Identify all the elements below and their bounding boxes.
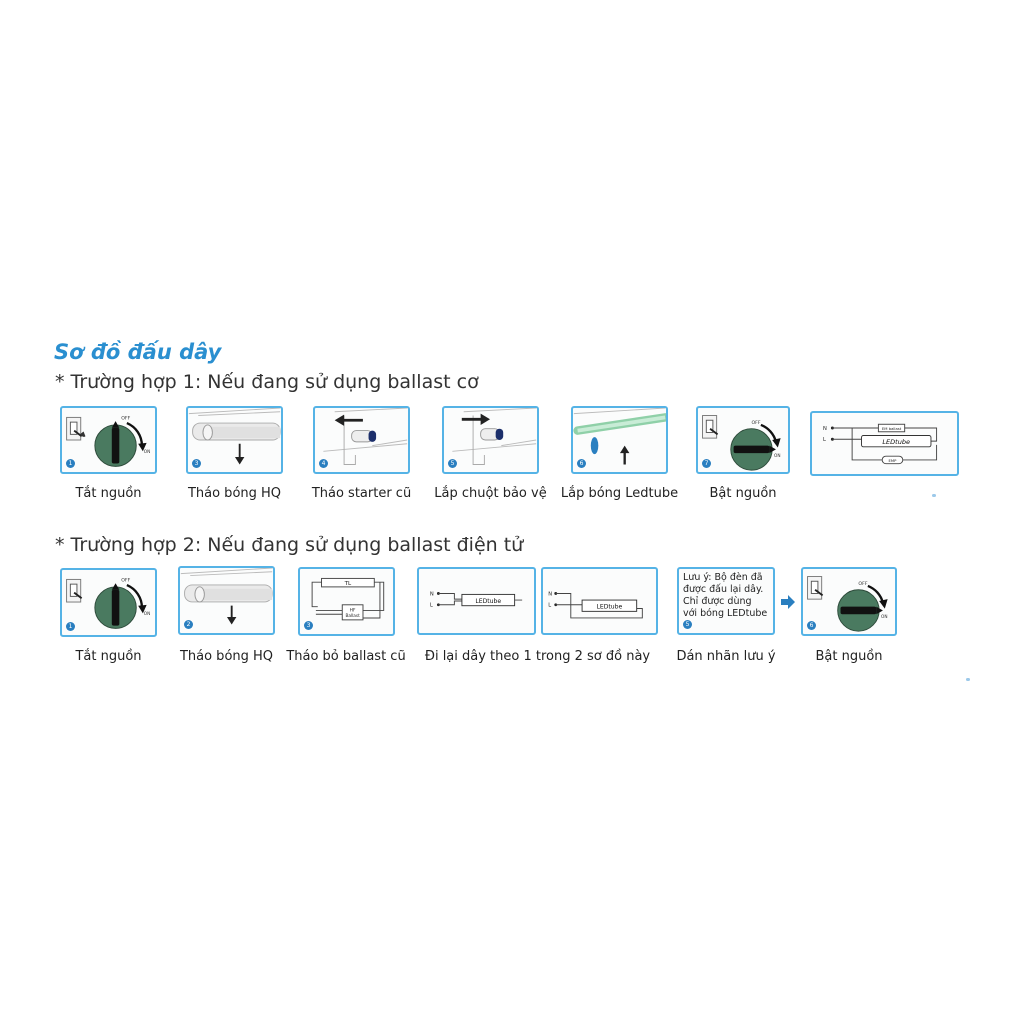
step-number-badge: 3 [304,621,313,630]
em-ballast-label: EM ballast [882,427,902,431]
svg-text:ON: ON [144,611,150,616]
step-number-badge: 6 [807,621,816,630]
case2-heading: * Trường hợp 2: Nếu đang sử dụng ballast… [55,534,524,556]
case1-step2-caption: Tháo bóng HQ [187,486,282,501]
case2-step5-panel: Lưu ý: Bộ đèn đã được đấu lại dây. Chỉ đ… [677,567,775,635]
remove-tube-icon [180,568,273,625]
case1-step1-panel: OFF ON 1 [60,406,157,474]
hf-label: HF [350,607,356,612]
case1-step3-caption: Tháo starter cũ [311,486,412,501]
case1-step1-caption: Tắt nguồn [75,486,142,501]
ledtube-label: LEDtube [882,438,910,446]
decorative-speck [966,678,970,681]
ledtube-label: LEDtube [596,604,622,611]
case2-step1-panel: OFF ON 1 [60,568,157,637]
power-off-switch-icon: OFF ON [66,415,150,467]
ballast-label: Ballast [345,613,360,618]
power-off-switch-icon: OFF ON [66,577,150,629]
case1-step5-panel: 6 [571,406,668,474]
svg-text:OFF: OFF [858,581,867,587]
svg-text:ON: ON [774,453,780,458]
case2-wiring-b-panel: N L LEDtube [541,567,658,635]
svg-text:ON: ON [881,614,887,619]
rewire-diagram-b: N L LEDtube [548,591,643,619]
wiring-n-label: N [823,426,827,432]
page-title: Sơ đồ đấu dây [54,340,222,364]
step-number-badge: 2 [184,620,193,629]
case1-heading: * Trường hợp 1: Nếu đang sử dụng ballast… [55,371,479,393]
wiring-l-label: L [823,437,826,443]
case1-step5-caption: Lắp bóng Ledtube [560,486,679,501]
power-on-switch-icon: OFF ON [807,576,888,632]
decorative-speck [932,494,936,497]
case2-step1-caption: Tắt nguồn [75,649,142,664]
case1-step4-panel: 5 [442,406,539,474]
step-number-badge: 5 [448,459,457,468]
insert-protector-icon [452,408,537,465]
remove-tube-icon [188,408,281,465]
step-number-badge: 1 [66,459,75,468]
note-line: với bóng LEDtube [683,608,768,619]
rewire-diagram-a: N L LEDtube [430,591,523,609]
step-number-badge: 5 [683,620,692,629]
case1-step4-caption: Lắp chuột bảo vệ [434,486,547,501]
tl-label: TL [344,581,352,587]
note-line: Lưu ý: Bộ đèn đã [683,572,763,583]
step-number-badge: 4 [319,459,328,468]
ledtube-label: LEDtube [475,598,501,605]
warning-note: Lưu ý: Bộ đèn đã được đấu lại dây. Chỉ đ… [683,572,770,620]
case1-wiring-panel: N L EM ballast LEDtube EMP [810,411,959,476]
step-number-badge: 6 [577,459,586,468]
power-on-switch-icon: OFF ON [702,415,781,471]
case1-step2-panel: 3 [186,406,283,474]
next-step-arrow-icon [781,595,795,609]
case1-step6-panel: OFF ON 7 [696,406,790,474]
remove-starter-icon [323,408,408,465]
step-number-badge: 3 [192,459,201,468]
case1-step3-panel: 4 [313,406,410,474]
wiring-l-label: L [548,603,551,609]
svg-text:ON: ON [144,449,150,454]
wiring-l-label: L [430,603,433,609]
step-number-badge: 1 [66,622,75,631]
wiring-n-label: N [548,591,552,597]
case1-step6-caption: Bật nguồn [709,486,777,501]
case2-step2-caption: Tháo bóng HQ [179,649,274,664]
step-number-badge: 7 [702,459,711,468]
wiring-n-label: N [430,591,434,597]
emp-label: EMP [889,459,898,463]
remove-ballast-icon: TL HF Ballast [311,577,385,621]
case2-step5-caption: Dán nhãn lưu ý [676,649,776,664]
em-ballast-wiring-diagram: N L EM ballast LEDtube EMP [823,423,938,465]
case2-step3-caption: Tháo bỏ ballast cũ [286,649,406,664]
svg-text:OFF: OFF [121,577,130,583]
case2-step4-caption: Đi lại dây theo 1 trong 2 sơ đồ này [424,649,651,664]
note-line: được đấu lại dây. [683,584,764,595]
svg-text:OFF: OFF [121,415,130,421]
case2-step6-caption: Bật nguồn [815,649,883,664]
svg-text:OFF: OFF [751,420,760,426]
case2-wiring-a-panel: N L LEDtube [417,567,536,635]
install-ledtube-icon [573,408,666,465]
case2-step3-panel: TL HF Ballast 3 [298,567,395,636]
case2-step2-panel: 2 [178,566,275,635]
case2-step6-panel: OFF ON 6 [801,567,897,636]
note-line: Chỉ được dùng [683,596,752,607]
